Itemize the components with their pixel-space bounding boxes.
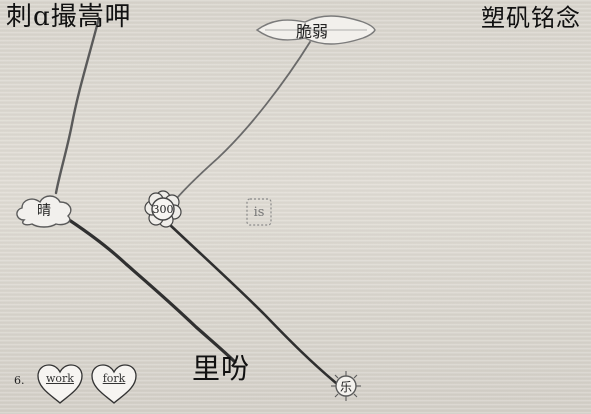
sun-icon: [331, 371, 361, 401]
word-pair: 6. work fork: [12, 362, 137, 406]
flower-icon: [144, 190, 182, 228]
pair-number: 6.: [14, 374, 25, 387]
top-right-text: 塑矾铭念: [481, 4, 581, 32]
heart-icon: [91, 364, 137, 404]
cloud-icon: [16, 195, 72, 228]
top-left-text: 刺ɑ撮嵩呷: [6, 2, 132, 32]
heart-icon: [37, 364, 83, 404]
leaf-node[interactable]: 脆弱: [247, 12, 377, 48]
cloud-node[interactable]: 晴: [12, 192, 76, 228]
dashed-frame-icon: [246, 198, 272, 226]
heart-left-button[interactable]: work: [34, 362, 86, 406]
dashed-node[interactable]: is: [244, 196, 274, 228]
flower-node[interactable]: 300: [144, 190, 182, 228]
bottom-middle-text: 里吩: [192, 352, 251, 385]
heart-right-word: fork: [102, 372, 126, 385]
heart-right-button[interactable]: fork: [88, 362, 140, 406]
heart-left-word: work: [46, 372, 74, 385]
leaf-icon: [255, 15, 376, 45]
sun-node[interactable]: 乐: [330, 370, 362, 402]
